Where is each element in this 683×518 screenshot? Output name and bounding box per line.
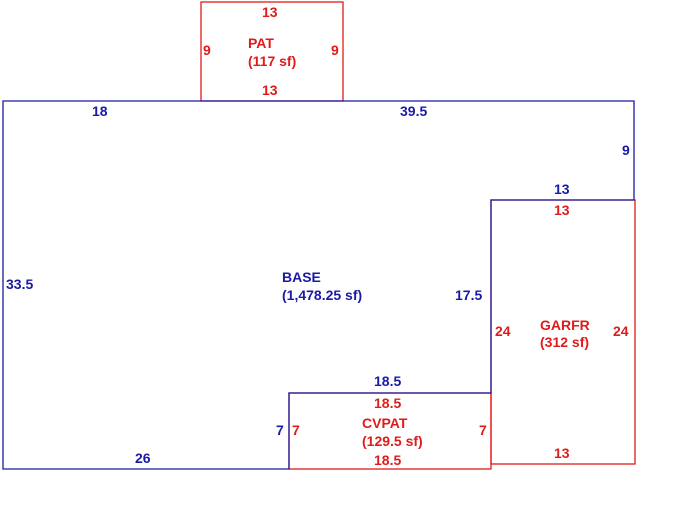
cvpat-dim-right: 7 <box>479 422 487 438</box>
base-dim-notch-left: 7 <box>276 422 284 438</box>
cvpat-dim-top: 18.5 <box>374 395 402 411</box>
cvpat-dim-bottom: 18.5 <box>374 452 402 468</box>
base-dim-step-right: 17.5 <box>455 287 483 303</box>
cvpat-area-label: (129.5 sf) <box>362 433 423 449</box>
pat-area-label: (117 sf) <box>248 53 297 69</box>
base-name-label: BASE <box>282 269 321 285</box>
base-dim-right: 9 <box>622 142 630 158</box>
garfr-dim-left: 24 <box>495 323 511 339</box>
cvpat-dim-left: 7 <box>292 422 300 438</box>
base-dim-left: 33.5 <box>6 276 34 292</box>
base-dim-top-right: 39.5 <box>400 103 428 119</box>
cvpat-name-label: CVPAT <box>362 415 408 431</box>
garfr-dim-top: 13 <box>554 202 570 218</box>
pat-dim-left: 9 <box>203 42 211 58</box>
garfr-name-label: GARFR <box>540 317 590 333</box>
garfr-dim-bottom: 13 <box>554 445 570 461</box>
garfr-area-label: (312 sf) <box>540 334 590 350</box>
base-area-label: (1,478.25 sf) <box>282 287 363 303</box>
base-dim-top-left: 18 <box>92 103 108 119</box>
pat-name-label: PAT <box>248 35 274 51</box>
garfr-dim-right: 24 <box>613 323 629 339</box>
base-dim-notch-top: 18.5 <box>374 373 402 389</box>
base-outline <box>2 100 635 470</box>
base-dim-bottom: 26 <box>135 450 151 466</box>
pat-dim-right: 9 <box>331 42 339 58</box>
pat-dim-bottom: 13 <box>262 82 278 98</box>
base-dim-step-top: 13 <box>554 181 570 197</box>
pat-dim-top: 13 <box>262 4 278 20</box>
